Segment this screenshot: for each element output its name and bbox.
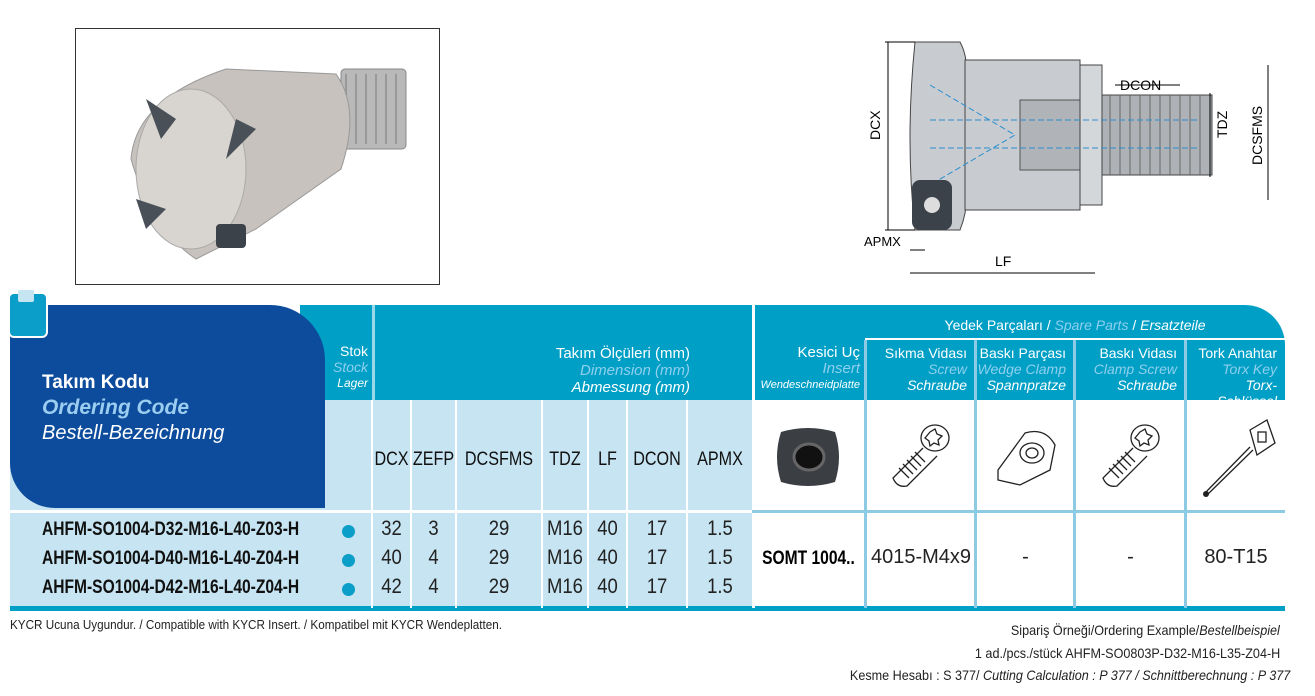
- wedge-clamp-icon: [997, 430, 1056, 486]
- ordering-code[interactable]: AHFM-SO1004-D40-M16-L40-Z04-H: [42, 548, 300, 569]
- ordering-example-line: 1 ad./pcs./stück AHFM-SO0803P-D32-M16-L3…: [974, 645, 1280, 661]
- cutting-calculation: Kesme Hesabı : S 377/ Cutting Calculatio…: [849, 667, 1290, 683]
- ordering-code-header: [10, 305, 325, 508]
- code-title-tr: Takım Kodu: [42, 372, 150, 393]
- dim-col-dcx: DCX: [374, 449, 409, 470]
- stock-indicator: [342, 525, 355, 538]
- code-title-en: Ordering Code: [42, 396, 190, 419]
- dim-value: M16: [547, 517, 583, 540]
- dim-col-tdz: TDZ: [549, 449, 581, 470]
- dim-value: M16: [547, 546, 583, 569]
- technical-drawing: DCON DCX TDZ DCSFMS APMX LF: [864, 41, 1269, 274]
- dim-value: 32: [381, 517, 402, 540]
- dim-value: 4: [428, 546, 439, 569]
- clamp-screw-icon: [1102, 424, 1160, 487]
- dim-col-dcon: DCON: [633, 449, 681, 470]
- label-dcx: DCX: [867, 110, 883, 140]
- dim-value: 29: [488, 575, 510, 598]
- stock-indicator: [342, 583, 355, 596]
- code-title-de: Bestell-Bezeichnung: [42, 422, 225, 444]
- spare-part-value: 80-T15: [1204, 546, 1268, 568]
- dim-value: 1.5: [707, 517, 733, 540]
- spare-part-value: 4015-M4x9: [870, 546, 972, 568]
- dim-value: 40: [597, 546, 618, 569]
- screw-icon: [892, 424, 950, 487]
- dim-value: 1.5: [707, 546, 733, 569]
- dimension-header: Takım Ölçüleri (mm)Dimension (mm)Abmessu…: [555, 345, 690, 396]
- dim-value: 3: [428, 517, 439, 540]
- torx-key-icon: [1203, 419, 1276, 497]
- dim-value: 40: [597, 575, 618, 598]
- spare-part-value: -: [1022, 546, 1029, 568]
- dim-value: 29: [488, 517, 510, 540]
- dim-value: M16: [547, 575, 583, 598]
- dim-value: 29: [488, 546, 510, 569]
- label-lf: LF: [995, 253, 1011, 269]
- ordering-example-label: Sipariş Örneği/Ordering Example/Bestellb…: [1011, 622, 1280, 638]
- dim-value: 17: [646, 546, 668, 569]
- dim-value: 1.5: [707, 575, 733, 598]
- ordering-code[interactable]: AHFM-SO1004-D42-M16-L40-Z04-H: [42, 577, 300, 598]
- compatibility-note: KYCR Ucuna Uygundur. / Compatible with K…: [10, 617, 503, 632]
- spare-parts-header: Yedek Parçaları / Spare Parts / Ersatzte…: [944, 317, 1206, 333]
- product-photo: [75, 28, 440, 285]
- dim-value: 4: [428, 575, 439, 598]
- dim-value: 42: [381, 575, 402, 598]
- table-bottom-rule: [10, 606, 1285, 611]
- label-dcon: DCON: [1120, 77, 1161, 93]
- insert-image: [777, 428, 839, 486]
- dim-col-dcsfms: DCSFMS: [464, 449, 534, 470]
- dim-col-apmx: APMX: [697, 449, 743, 470]
- dim-value: 40: [381, 546, 402, 569]
- label-dcsfms: DCSFMS: [1249, 106, 1265, 165]
- ordering-code[interactable]: AHFM-SO1004-D32-M16-L40-Z03-H: [42, 519, 300, 540]
- dim-value: 17: [646, 575, 668, 598]
- insert-code: SOMT 1004..: [762, 548, 855, 569]
- dim-value: 17: [646, 517, 668, 540]
- dim-value: 40: [597, 517, 618, 540]
- dim-col-zefp: ZEFP: [412, 449, 455, 470]
- label-apmx: APMX: [864, 234, 901, 249]
- stock-indicator: [342, 554, 355, 567]
- dim-col-lf: LF: [598, 449, 617, 470]
- header-band: [300, 305, 1285, 400]
- label-tdz: TDZ: [1214, 110, 1230, 138]
- spare-part-value: -: [1127, 546, 1134, 568]
